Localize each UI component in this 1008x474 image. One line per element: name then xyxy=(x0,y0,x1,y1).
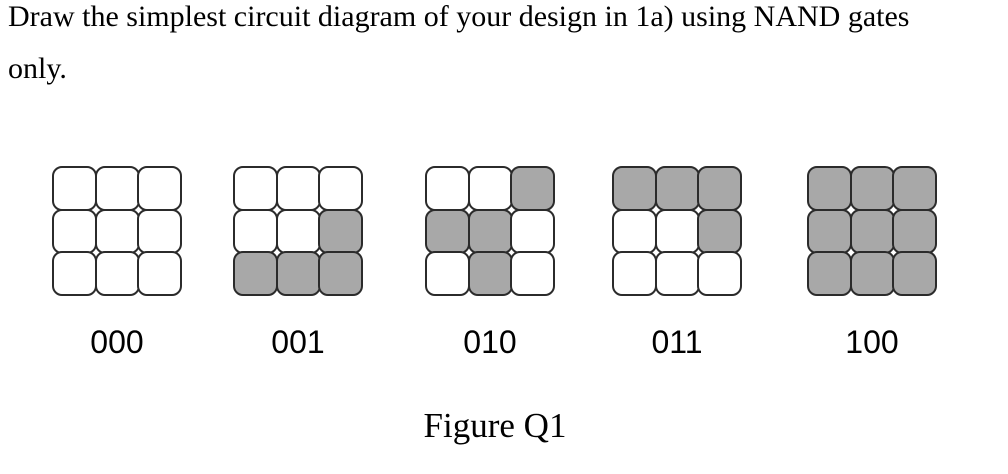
grid-cell-unshaded xyxy=(612,251,657,296)
grid-cell-unshaded xyxy=(233,166,278,211)
grid-cell-unshaded xyxy=(654,251,700,296)
pattern-grid-3 xyxy=(612,166,742,296)
grid-cell-unshaded xyxy=(318,166,363,211)
grid-cell-unshaded xyxy=(654,208,700,254)
grid-cell-unshaded xyxy=(425,251,470,296)
grid-cell-unshaded xyxy=(233,208,278,254)
grid-cell-unshaded xyxy=(137,251,182,296)
grid-cell-unshaded xyxy=(275,166,321,211)
grid-cell-shaded xyxy=(807,166,852,211)
grid-cell-unshaded xyxy=(510,251,555,296)
grid-cell-unshaded xyxy=(275,208,321,254)
grid-cell-shaded xyxy=(467,208,513,254)
grid-cell-unshaded xyxy=(510,208,555,254)
grid-cell-shaded xyxy=(467,251,513,296)
grid-cell-shaded xyxy=(275,251,321,296)
grid-cell-shaded xyxy=(318,251,363,296)
grid-cell-unshaded xyxy=(425,166,470,211)
grid-cell-shaded xyxy=(654,166,700,211)
question-line-1: Draw the simplest circuit diagram of you… xyxy=(8,0,910,33)
grid-cell-shaded xyxy=(849,208,895,254)
grid-cell-shaded xyxy=(425,208,470,254)
grid-label: 011 xyxy=(651,324,703,360)
grid-cell-shaded xyxy=(807,208,852,254)
grid-cell-unshaded xyxy=(94,208,140,254)
grid-cell-shaded xyxy=(892,251,937,296)
grid-cell-shaded xyxy=(892,166,937,211)
grid-cell-unshaded xyxy=(612,208,657,254)
grid-cell-shaded xyxy=(892,208,937,254)
grid-cell-unshaded xyxy=(94,251,140,296)
grid-cell-shaded xyxy=(849,251,895,296)
grid-cell-shaded xyxy=(510,166,555,211)
grid-cell-shaded xyxy=(318,208,363,254)
question-text: Draw the simplest circuit diagram of you… xyxy=(8,0,909,95)
grid-cell-unshaded xyxy=(52,251,97,296)
figure-group-2: 010 xyxy=(425,166,555,366)
grid-label: 000 xyxy=(90,324,144,360)
grid-cell-shaded xyxy=(697,166,742,211)
grid-label: 100 xyxy=(845,324,899,360)
grid-cell-unshaded xyxy=(94,166,140,211)
grid-cell-shaded xyxy=(849,166,895,211)
grid-cell-shaded xyxy=(807,251,852,296)
grid-cell-shaded xyxy=(233,251,278,296)
grid-cell-unshaded xyxy=(137,166,182,211)
pattern-grid-1 xyxy=(233,166,363,296)
grid-cell-unshaded xyxy=(137,208,182,254)
question-line-2: only. xyxy=(8,52,67,85)
grid-cell-unshaded xyxy=(52,166,97,211)
figure-group-1: 001 xyxy=(233,166,363,366)
figure-group-4: 100 xyxy=(807,166,937,366)
grid-cell-shaded xyxy=(612,166,657,211)
figure-group-0: 000 xyxy=(52,166,182,366)
pattern-grid-2 xyxy=(425,166,555,296)
grid-cell-unshaded xyxy=(467,166,513,211)
grid-label: 010 xyxy=(463,324,517,360)
grid-cell-shaded xyxy=(697,208,742,254)
grid-cell-unshaded xyxy=(697,251,742,296)
pattern-grid-4 xyxy=(807,166,937,296)
grid-cell-unshaded xyxy=(52,208,97,254)
pattern-grid-0 xyxy=(52,166,182,296)
figure-group-3: 011 xyxy=(612,166,742,366)
grid-label: 001 xyxy=(271,324,325,360)
figure-caption: Figure Q1 xyxy=(423,406,567,445)
